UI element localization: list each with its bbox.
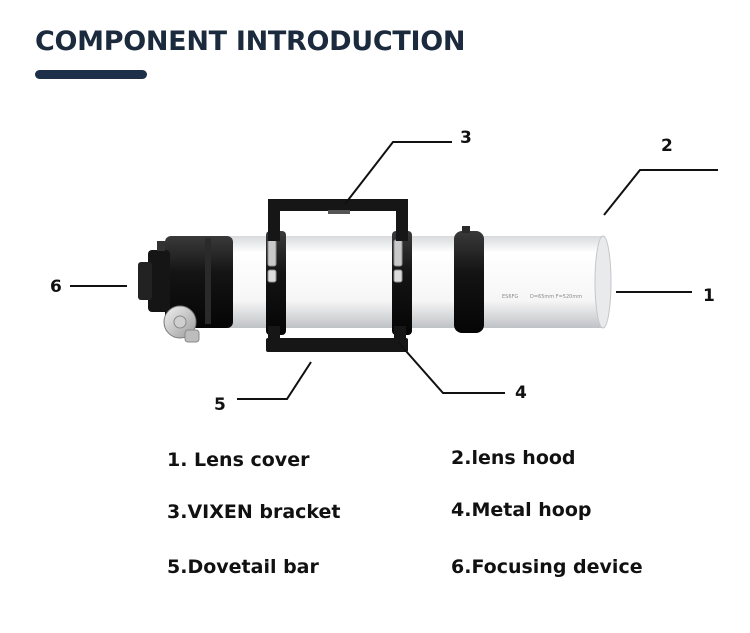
leader-lines xyxy=(70,141,718,400)
legend-item-lens-hood: 2.lens hood xyxy=(451,447,576,469)
dovetail-bar xyxy=(266,326,408,352)
legend-item-lens-cover: 1. Lens cover xyxy=(167,449,310,471)
tube-rings xyxy=(266,231,412,335)
leader-line-3 xyxy=(344,141,452,205)
callout-number-5: 5 xyxy=(214,395,226,415)
page-title: COMPONENT INTRODUCTION xyxy=(35,26,466,57)
callout-number-2: 2 xyxy=(661,136,673,156)
vixen-bracket xyxy=(268,199,408,241)
legend-item-metal-hoop: 4.Metal hoop xyxy=(451,499,592,521)
callout-number-3: 3 xyxy=(460,128,472,148)
tube-model-print: ES6FG xyxy=(502,294,518,300)
tube-specs-print: D=65mm F=520mm xyxy=(530,294,582,300)
leader-line-2 xyxy=(603,169,718,216)
metal-hoop-ring xyxy=(454,226,484,333)
callout-number-4: 4 xyxy=(515,383,527,403)
callout-number-6: 6 xyxy=(50,277,62,297)
leader-line-4 xyxy=(397,341,505,394)
legend-item-focusing-device: 6.Focusing device xyxy=(451,556,643,578)
title-underline xyxy=(35,70,147,79)
legend-item-vixen-bracket: 3.VIXEN bracket xyxy=(167,501,341,523)
focusing-device xyxy=(138,236,233,343)
leader-line-5 xyxy=(237,361,312,400)
callout-number-1: 1 xyxy=(703,286,715,306)
legend-item-dovetail-bar: 5.Dovetail bar xyxy=(167,556,319,578)
telescope-tube: ES6FG D=65mm F=520mm xyxy=(225,235,612,329)
